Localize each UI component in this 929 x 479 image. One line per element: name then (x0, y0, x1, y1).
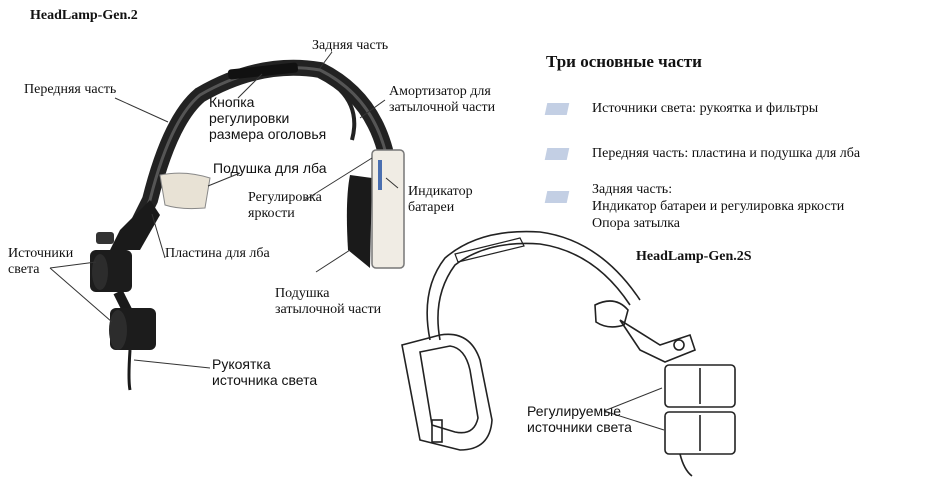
gen2-leader-lines (49, 51, 665, 431)
legend-item-text: Передняя часть: пластина и подушка для л… (592, 146, 861, 161)
gen2s-headlamp-drawing (401, 230, 736, 477)
label-forehead-plate: Пластина для лба (165, 246, 270, 261)
label-neck-shock-absorber: Амортизатор для затылочной части (389, 84, 496, 115)
legend-item-text: Источники света: рукоятка и фильтры (592, 101, 819, 116)
label-brightness-control: Регулировка яркости (248, 190, 322, 221)
legend-swatch (544, 103, 570, 115)
legend-item-front-part: Передняя часть: пластина и подушка для л… (544, 145, 861, 162)
gen2s-title: HeadLamp-Gen.2S (636, 249, 752, 264)
legend-swatch (544, 191, 570, 203)
label-neck-pad: Подушка затылочной части (275, 286, 382, 317)
label-adjustable-light-sources: Регулируемые источники света (527, 403, 632, 435)
gen2-headlamp-drawing (90, 59, 405, 391)
label-rear-part: Задняя часть (312, 38, 389, 53)
legend-item-text: Задняя часть: Индикатор батареи и регули… (592, 182, 845, 231)
label-forehead-pad: Подушка для лба (213, 160, 327, 176)
label-light-source-handle: Рукоятка источника света (212, 356, 318, 388)
label-size-button: Кнопка регулировки размера оголовья (209, 94, 327, 142)
label-front-part: Передняя часть (24, 82, 117, 97)
label-battery-indicator: Индикатор батареи (408, 184, 473, 215)
gen2-title: HeadLamp-Gen.2 (30, 8, 138, 23)
legend-item-light-sources: Источники света: рукоятка и фильтры (544, 100, 819, 117)
label-light-sources: Источники света (8, 246, 74, 277)
legend-heading: Три основные части (546, 52, 702, 71)
legend-swatch (544, 148, 570, 160)
legend-item-rear-part: Задняя часть: Индикатор батареи и регули… (544, 181, 845, 232)
